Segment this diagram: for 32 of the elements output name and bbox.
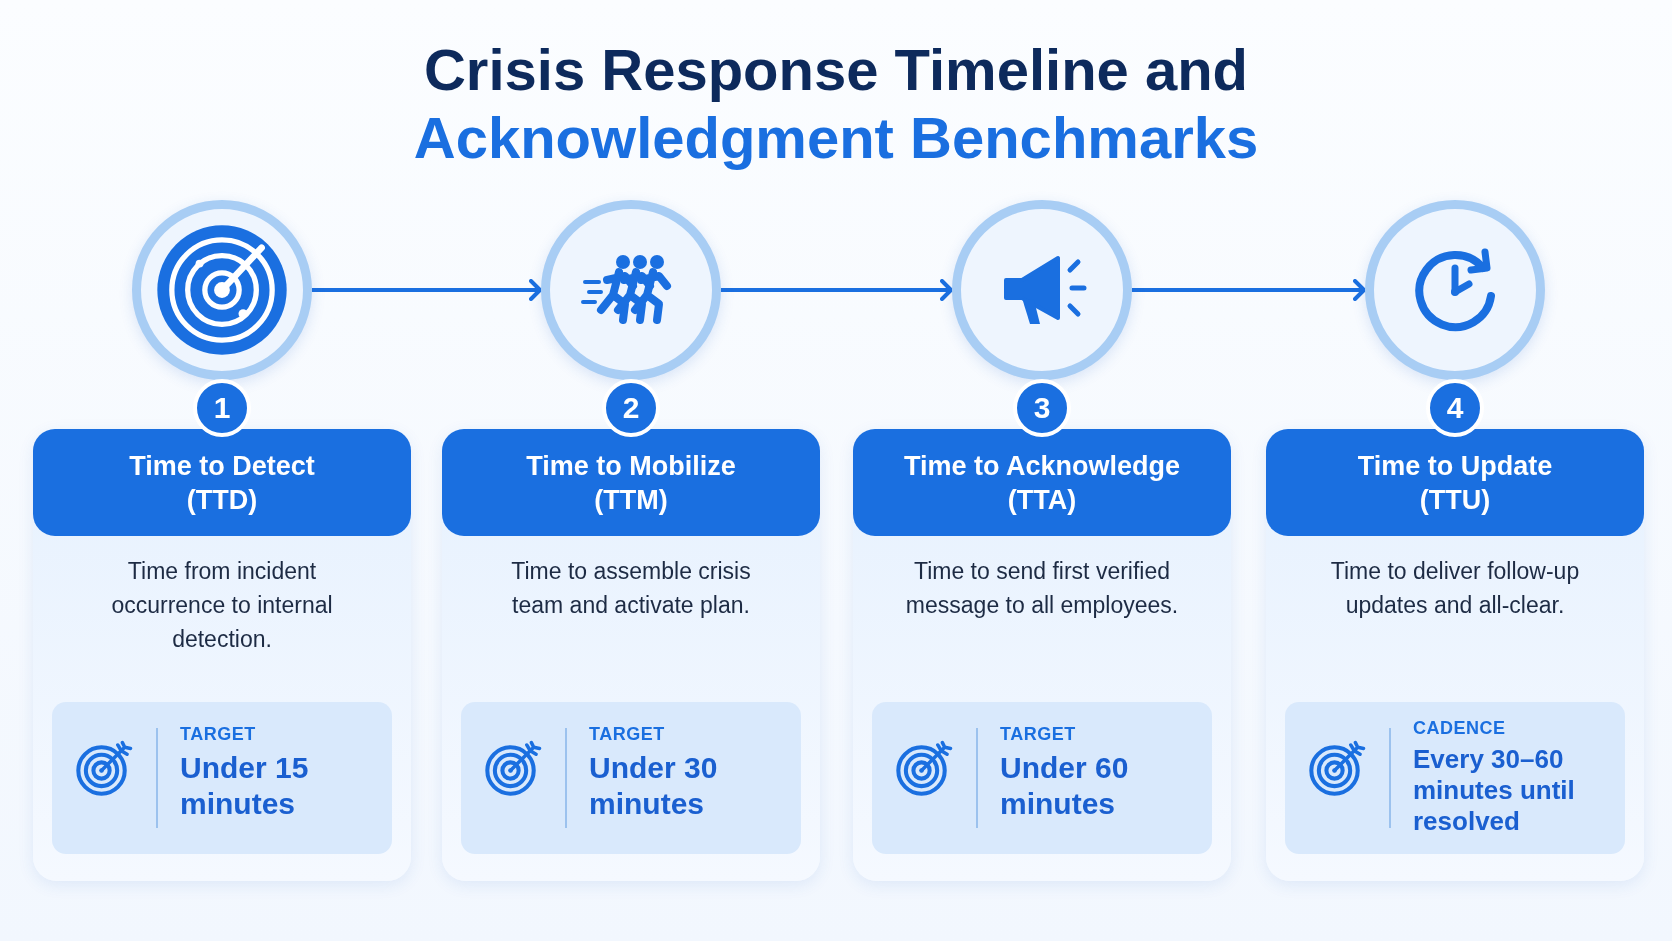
target-value: Under 60 minutes <box>1000 750 1130 822</box>
step-number: 4 <box>1426 379 1484 437</box>
target-value: Under 30 minutes <box>589 750 719 822</box>
arrow <box>312 279 542 301</box>
step-description: Time to deliver follow-up updates and all-clear. <box>1329 557 1581 620</box>
step-description: Time to assemble crisis team and activate plan. <box>510 557 752 620</box>
target-label: TARGET <box>589 724 665 745</box>
step-card <box>853 429 1231 881</box>
step-heading: Time to Detect (TTD) <box>33 429 411 536</box>
title: Crisis Response Timeline and Acknowledgment Benchmarks <box>412 36 1260 172</box>
target-label: CADENCE <box>1413 718 1506 739</box>
step-number: 3 <box>1013 379 1071 437</box>
target-panel <box>52 702 392 854</box>
target-panel <box>872 702 1212 854</box>
step-card <box>1266 429 1644 881</box>
target-label: TARGET <box>180 724 256 745</box>
target-value: Under 15 minutes <box>180 750 310 822</box>
target-value: Every 30–60 minutes until resolved <box>1413 744 1576 837</box>
step-heading: Time to Update (TTU) <box>1266 429 1644 536</box>
arrow <box>721 279 953 301</box>
target-label: TARGET <box>1000 724 1076 745</box>
step-description: Time to send first verified message to all employees. <box>904 557 1180 620</box>
target-panel <box>1285 702 1625 854</box>
step-number: 1 <box>193 379 251 437</box>
arrow <box>1132 279 1366 301</box>
step-heading: Time to Acknowledge (TTA) <box>853 429 1231 536</box>
target-panel <box>461 702 801 854</box>
step-description: Time from incident occurrence to internal detection. <box>110 557 334 654</box>
step-heading: Time to Mobilize (TTM) <box>442 429 820 536</box>
step-card <box>33 429 411 881</box>
step-card <box>442 429 820 881</box>
step-number: 2 <box>602 379 660 437</box>
